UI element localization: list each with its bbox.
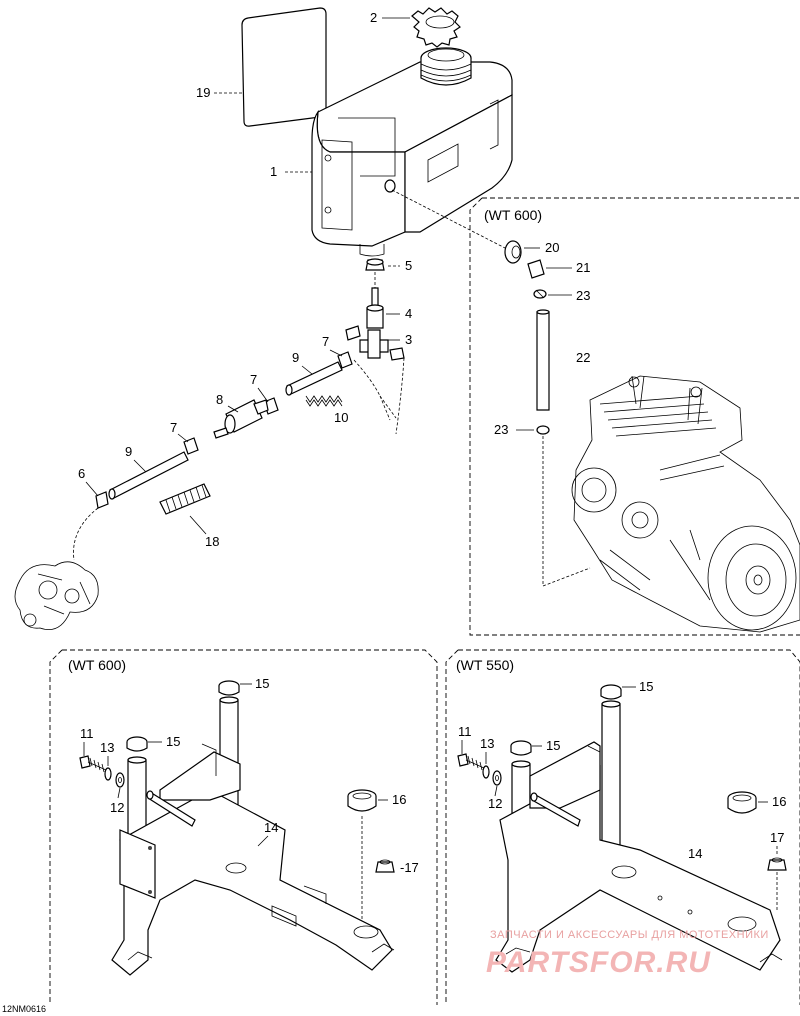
support-right-box-border <box>445 649 800 1005</box>
callout-7c: 7 <box>170 420 177 435</box>
callout-21: 21 <box>576 260 590 275</box>
callout-7a: 7 <box>322 334 329 349</box>
callout-1: 1 <box>270 164 277 179</box>
callout-18: 18 <box>205 534 219 549</box>
callout-r12: 12 <box>488 796 502 811</box>
clamp-23a <box>533 289 547 299</box>
leader-23b-to-engine <box>542 436 591 587</box>
callout-r16: 16 <box>772 794 786 809</box>
leader-l14 <box>257 835 269 847</box>
leader-6 <box>85 481 99 497</box>
callout-r15b: 15 <box>546 738 560 753</box>
leader-r12 <box>494 785 498 797</box>
callout-22: 22 <box>576 350 590 365</box>
leader-18 <box>189 515 207 535</box>
callout-23a: 23 <box>576 288 590 303</box>
callout-10: 10 <box>334 410 348 425</box>
grommet-20 <box>504 240 522 264</box>
washer-12-left <box>115 772 125 788</box>
bolt-11-right <box>457 753 485 771</box>
callout-19: 19 <box>196 85 210 100</box>
support-right-box-caption: (WT 550) <box>456 657 514 673</box>
leader-8 <box>227 405 239 413</box>
hose-22 <box>536 309 550 411</box>
valve-4 <box>366 304 384 329</box>
callout-l17: -17 <box>400 860 419 875</box>
nut-17-left <box>375 859 395 873</box>
grommet-15b-right <box>510 740 532 756</box>
callout-5: 5 <box>405 258 412 273</box>
leader-l12 <box>117 787 121 799</box>
leader-7c <box>177 433 189 443</box>
callout-l15a: 15 <box>255 676 269 691</box>
tee-fitting-3 <box>345 325 405 361</box>
engine-box-caption: (WT 600) <box>484 207 542 223</box>
leader-6-to-pump <box>73 507 99 561</box>
hose-18 <box>159 483 211 515</box>
callout-l16: 16 <box>392 792 406 807</box>
leader-9b <box>133 459 147 473</box>
watermark-logo: PARTSFOR.RU <box>486 946 711 979</box>
clamp-6 <box>95 491 109 509</box>
support-left-box-border <box>49 649 438 1005</box>
oil-tank-1 <box>311 47 513 257</box>
callout-2: 2 <box>370 10 377 25</box>
decal-19 <box>241 7 327 127</box>
callout-9b: 9 <box>125 444 132 459</box>
callout-6: 6 <box>78 466 85 481</box>
callout-l13: 13 <box>100 740 114 755</box>
callout-l12: 12 <box>110 800 124 815</box>
callout-r15a: 15 <box>639 679 653 694</box>
callout-r17: 17 <box>770 830 784 845</box>
grommet-15a-right <box>600 684 622 700</box>
callout-4: 4 <box>405 306 412 321</box>
callout-20: 20 <box>545 240 559 255</box>
fitting-21 <box>527 259 545 279</box>
callout-l11: 11 <box>80 726 94 741</box>
nut-17-right <box>767 857 787 871</box>
washer-12-right <box>492 770 502 786</box>
image-code: 12NM0616 <box>2 1004 46 1014</box>
support-bracket-right <box>495 700 783 973</box>
watermark-tagline: ЗАПЧАСТИ И АКСЕССУАРЫ ДЛЯ МОТОТЕХНИКИ <box>490 929 769 941</box>
leader-9a <box>301 365 313 375</box>
washer-13-left <box>104 767 112 781</box>
engine-illustration <box>571 375 800 633</box>
leader-7a <box>329 349 343 357</box>
bolt-11-left <box>79 755 107 773</box>
support-left-box-caption: (WT 600) <box>68 657 126 673</box>
hose-9b <box>108 451 189 500</box>
filler-cap-2 <box>411 7 461 48</box>
leader-tank-to-20 <box>391 189 506 249</box>
engine-box-border <box>469 197 800 636</box>
spring-10 <box>305 395 343 407</box>
grommet-15b-left <box>126 736 148 752</box>
hose-9a <box>285 361 343 396</box>
washer-13-right <box>482 765 490 779</box>
callout-r13: 13 <box>480 736 494 751</box>
callout-7b: 7 <box>250 372 257 387</box>
grommet-16-right <box>727 791 757 814</box>
callout-3: 3 <box>405 332 412 347</box>
oil-filter-8 <box>213 399 269 439</box>
clamp-23b <box>536 425 550 435</box>
callout-l14: 14 <box>264 820 278 835</box>
callout-8: 8 <box>216 392 223 407</box>
grommet-16-left <box>347 789 377 812</box>
support-bracket-left <box>111 696 395 976</box>
callout-r11: 11 <box>458 724 472 739</box>
grommet-5 <box>365 258 385 271</box>
oil-pump <box>14 561 99 631</box>
vent-line-dashed <box>353 357 405 435</box>
callout-9a: 9 <box>292 350 299 365</box>
callout-r14: 14 <box>688 846 702 861</box>
callout-l15b: 15 <box>166 734 180 749</box>
callout-23b: 23 <box>494 422 508 437</box>
grommet-15a-left <box>218 680 240 696</box>
